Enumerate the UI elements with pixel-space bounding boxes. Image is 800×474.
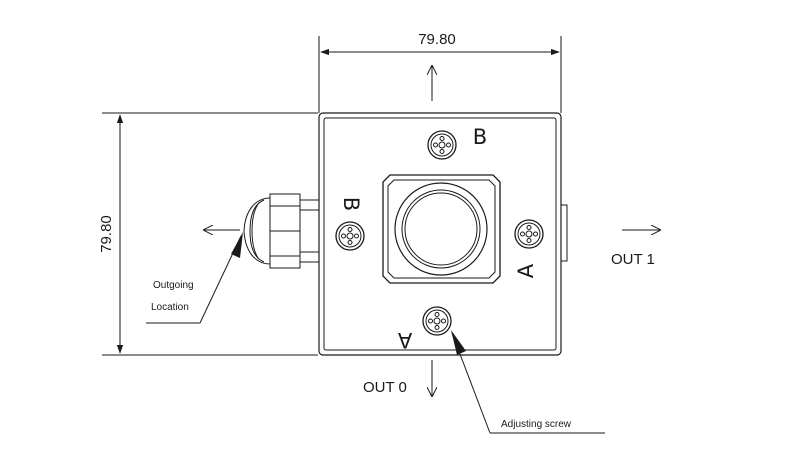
right-side-tab [560,204,568,262]
outgoing-label-line2: Location [151,302,189,313]
cable-gland [243,193,320,269]
width-dimension [318,36,562,113]
outgoing-location-arrowhead [231,232,243,258]
screw-right [514,219,544,249]
screw-left [335,221,365,251]
adjusting-screw-arrowhead [451,330,466,355]
direction-arrows [204,66,660,396]
height-dimension-label: 79.80 [98,215,115,253]
screw-top [427,130,457,160]
letter-bottom-a: A [397,328,412,352]
out1-label: OUT 1 [611,251,655,268]
height-dimension [102,112,318,356]
adjusting-screw-label: Adjusting screw [501,419,572,430]
out0-label: OUT 0 [363,379,407,396]
letter-top-b: B [473,125,487,149]
letter-left-b: B [339,197,363,211]
letter-right-a: A [514,263,538,278]
outgoing-label-line1: Outgoing [153,280,194,291]
center-connector [382,174,501,284]
width-dimension-label: 79.80 [418,31,456,48]
adjusting-screw-leader [451,332,605,434]
screw-bottom-adjusting [422,306,452,336]
